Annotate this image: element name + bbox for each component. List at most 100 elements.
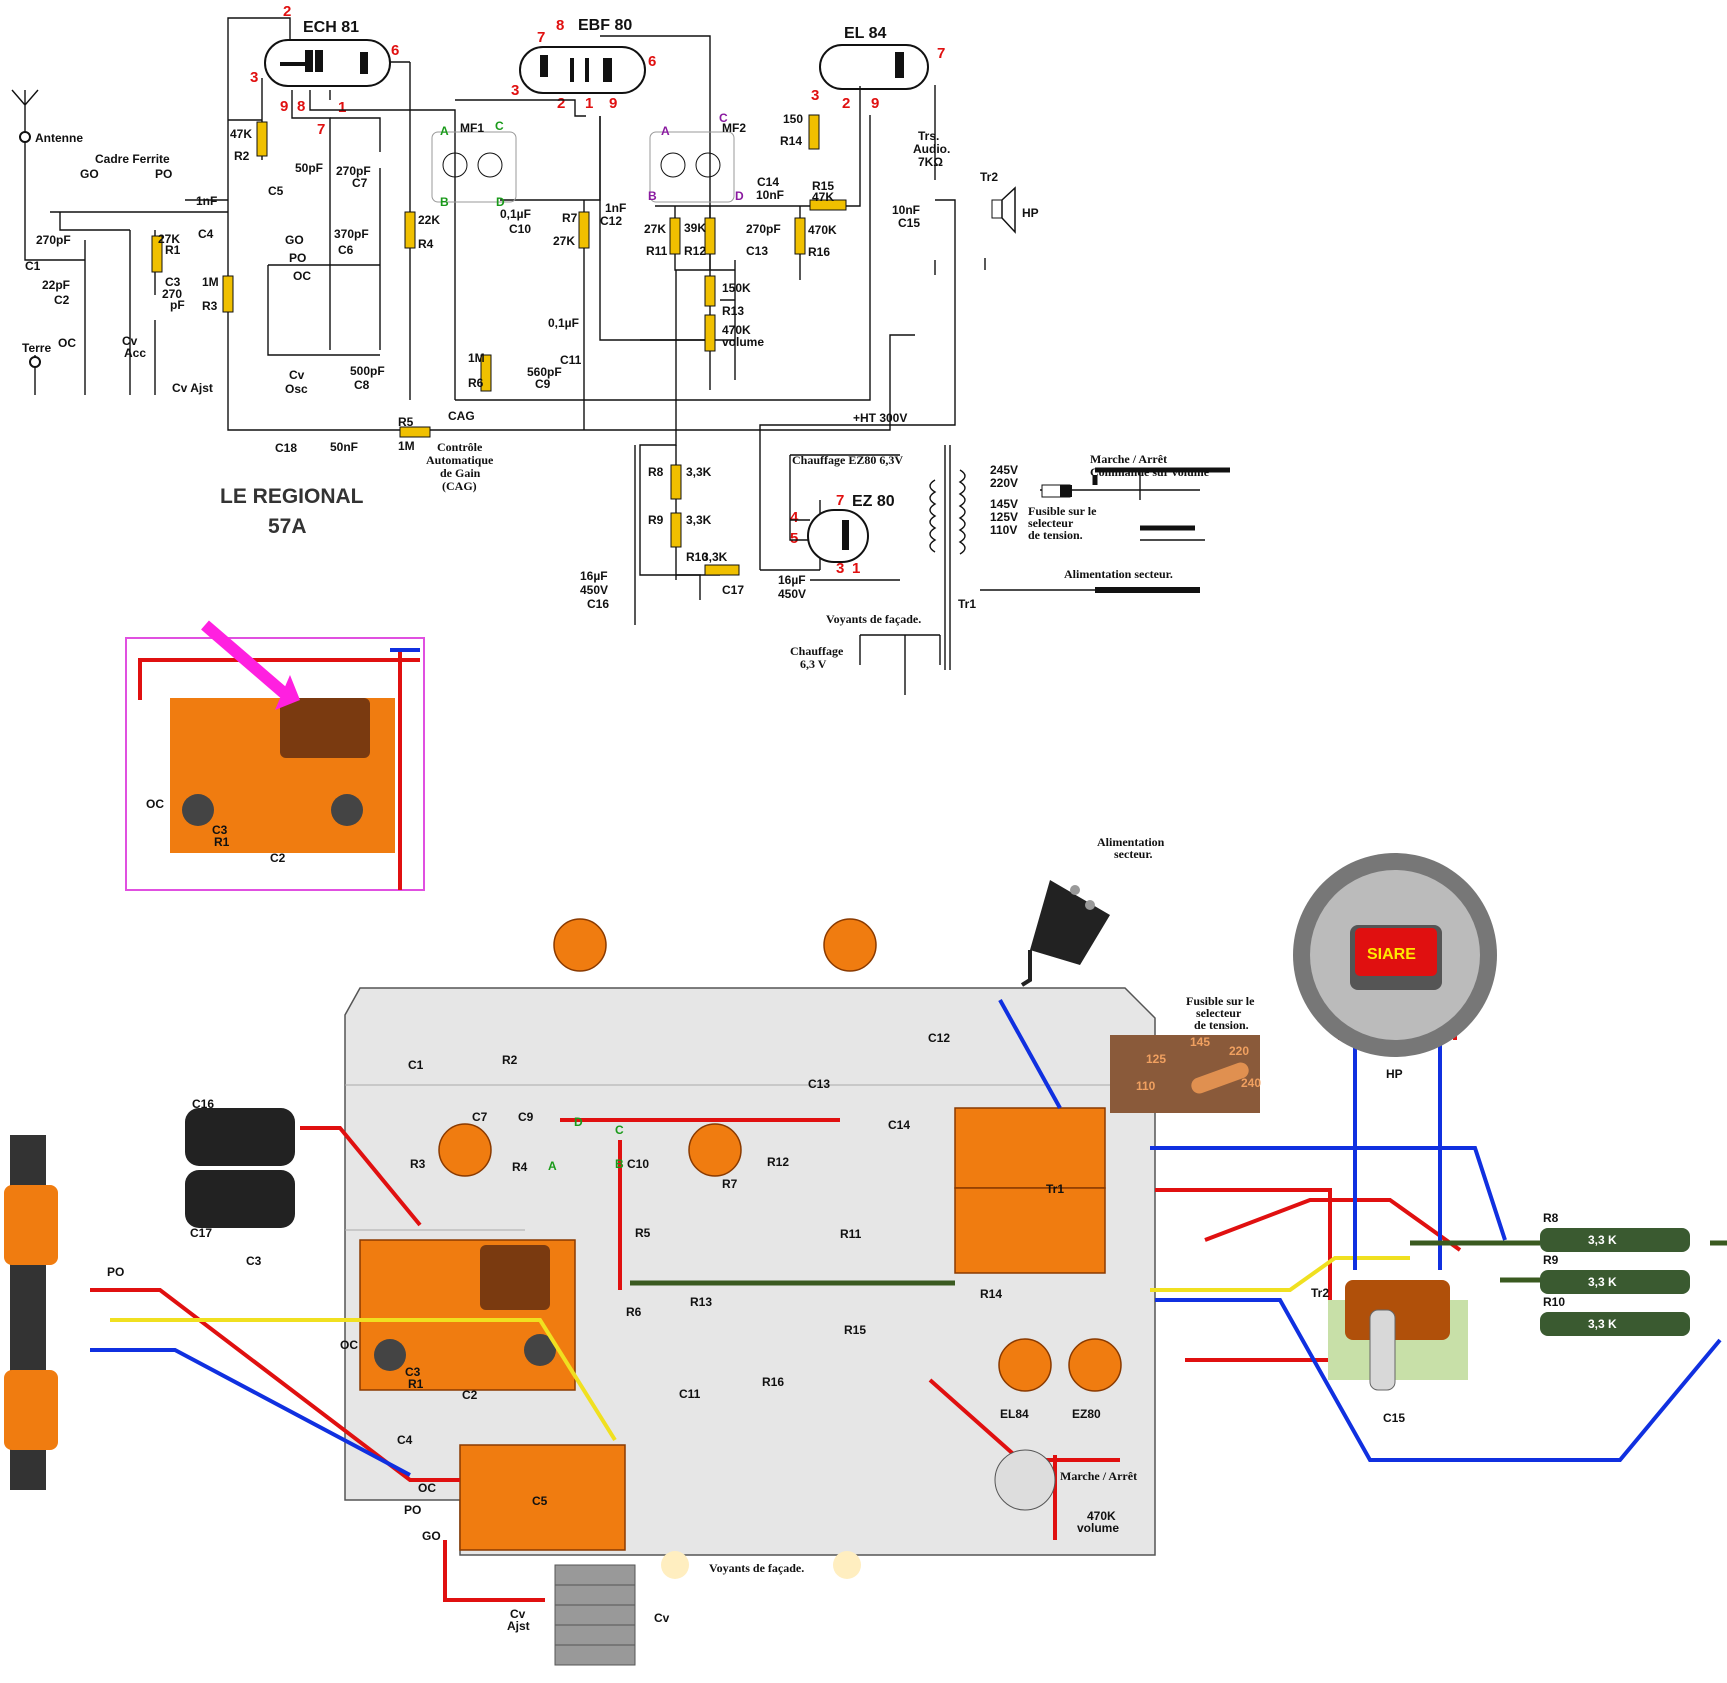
label: Tr1 [958,597,976,611]
label: 150K [722,281,751,295]
label: A [661,124,670,138]
antenna [11,89,41,368]
label: R5 [635,1226,651,1240]
label: 270pF [36,233,71,247]
label: R8 [648,465,664,479]
label: 500pF [350,364,385,378]
label: CAG [448,409,475,423]
label: Marche / Arrêt [1090,452,1167,466]
label: Cadre Ferrite [95,152,170,166]
label: 3,3K [686,465,712,479]
label: 1nF [605,201,626,215]
label: PO [155,167,172,181]
label: C [495,119,504,133]
label: (CAG) [442,479,477,493]
page-subtitle: 57A [268,515,307,538]
label: C [615,1123,624,1137]
label: C [719,111,728,125]
label: 10nF [756,188,784,202]
label: C3 [165,275,181,289]
label: 220 [1229,1044,1249,1058]
electrolytic-caps [185,1108,295,1228]
label: B [648,189,657,203]
label: R1 [165,243,181,257]
label: 16µF [778,573,806,587]
power-resistors [1540,1228,1690,1336]
pin-label: 6 [391,42,399,59]
label: GO [80,167,99,181]
label: 3,3 K [1588,1275,1617,1289]
label: A [548,1159,557,1173]
pin-label: 9 [609,95,617,112]
label: 450V [580,583,608,597]
label: R14 [980,1287,1002,1301]
label: R15 [812,179,834,193]
label: Tr2 [980,170,998,184]
label: Commande sur volume [1090,465,1210,479]
label: C11 [679,1387,701,1401]
label: C3 [246,1254,262,1268]
mf-transformers [431,131,735,203]
label: 470K [808,223,837,237]
label: 3,3K [702,550,728,564]
label: C14 [888,1118,910,1132]
label: C15 [1383,1411,1405,1425]
label: B [615,1157,624,1171]
label: MF1 [460,121,484,135]
label: Cv Ajst [172,381,213,395]
label: R16 [762,1375,784,1389]
label: 50pF [295,161,323,175]
pointer-arrow-icon [201,620,296,705]
tube-ebf80: EBF 80 [519,17,646,94]
label: de Gain [440,466,481,480]
label: Antenne [35,131,83,145]
label: C16 [192,1097,214,1111]
label: Contrôle [437,440,483,454]
label: C9 [518,1110,534,1124]
label: Cv [654,1611,670,1625]
label: R3 [410,1157,426,1171]
label: 270 [162,287,182,301]
label: C12 [928,1031,950,1045]
ebf80-label: EBF 80 [578,17,632,34]
label: 470K [1087,1509,1116,1523]
label: R1 [214,835,230,849]
pin-label: 2 [283,3,291,20]
tube-ez80: EZ 80 [807,493,895,563]
label: Fusible sur le [1186,994,1255,1008]
label: A [440,124,449,138]
label: 3,3K [686,513,712,527]
label: 125 [1146,1052,1166,1066]
label: Voyants de façade. [826,612,921,626]
label: 7KΩ [918,155,943,169]
label: R4 [512,1160,528,1174]
voltage-selector [1110,1035,1260,1113]
pin-label: 7 [836,492,844,509]
pin-label: 6 [648,53,656,70]
label: R13 [722,304,744,318]
label: Chauffage [790,644,844,658]
coil-boards [359,918,1122,1551]
brand-logo: SIARE [1367,946,1416,963]
schematic: ECH 81 EBF 80 EL 84 2 3 6 9 8 1 7 8 7 3 … [11,3,1230,695]
label: C3 [212,823,228,837]
tube-ech81: ECH 81 [264,19,391,87]
label: C6 [338,243,354,257]
output-transformer [1328,1280,1468,1391]
label: C17 [722,583,744,597]
label: C10 [509,222,531,236]
label: R9 [1543,1253,1559,1267]
label: de tension. [1028,528,1083,542]
pin-label: 1 [852,560,860,577]
label: 6,3 V [800,657,827,671]
el84-label: EL 84 [844,25,887,42]
pin-label: 7 [537,29,545,46]
label: pF [170,298,185,312]
label: 1M [202,275,219,289]
label: R5 [398,415,414,429]
label: C1 [408,1058,424,1072]
label: D [496,195,505,209]
label: C3 [405,1365,421,1379]
label: C4 [397,1433,413,1447]
schematic-resistors [151,114,847,576]
